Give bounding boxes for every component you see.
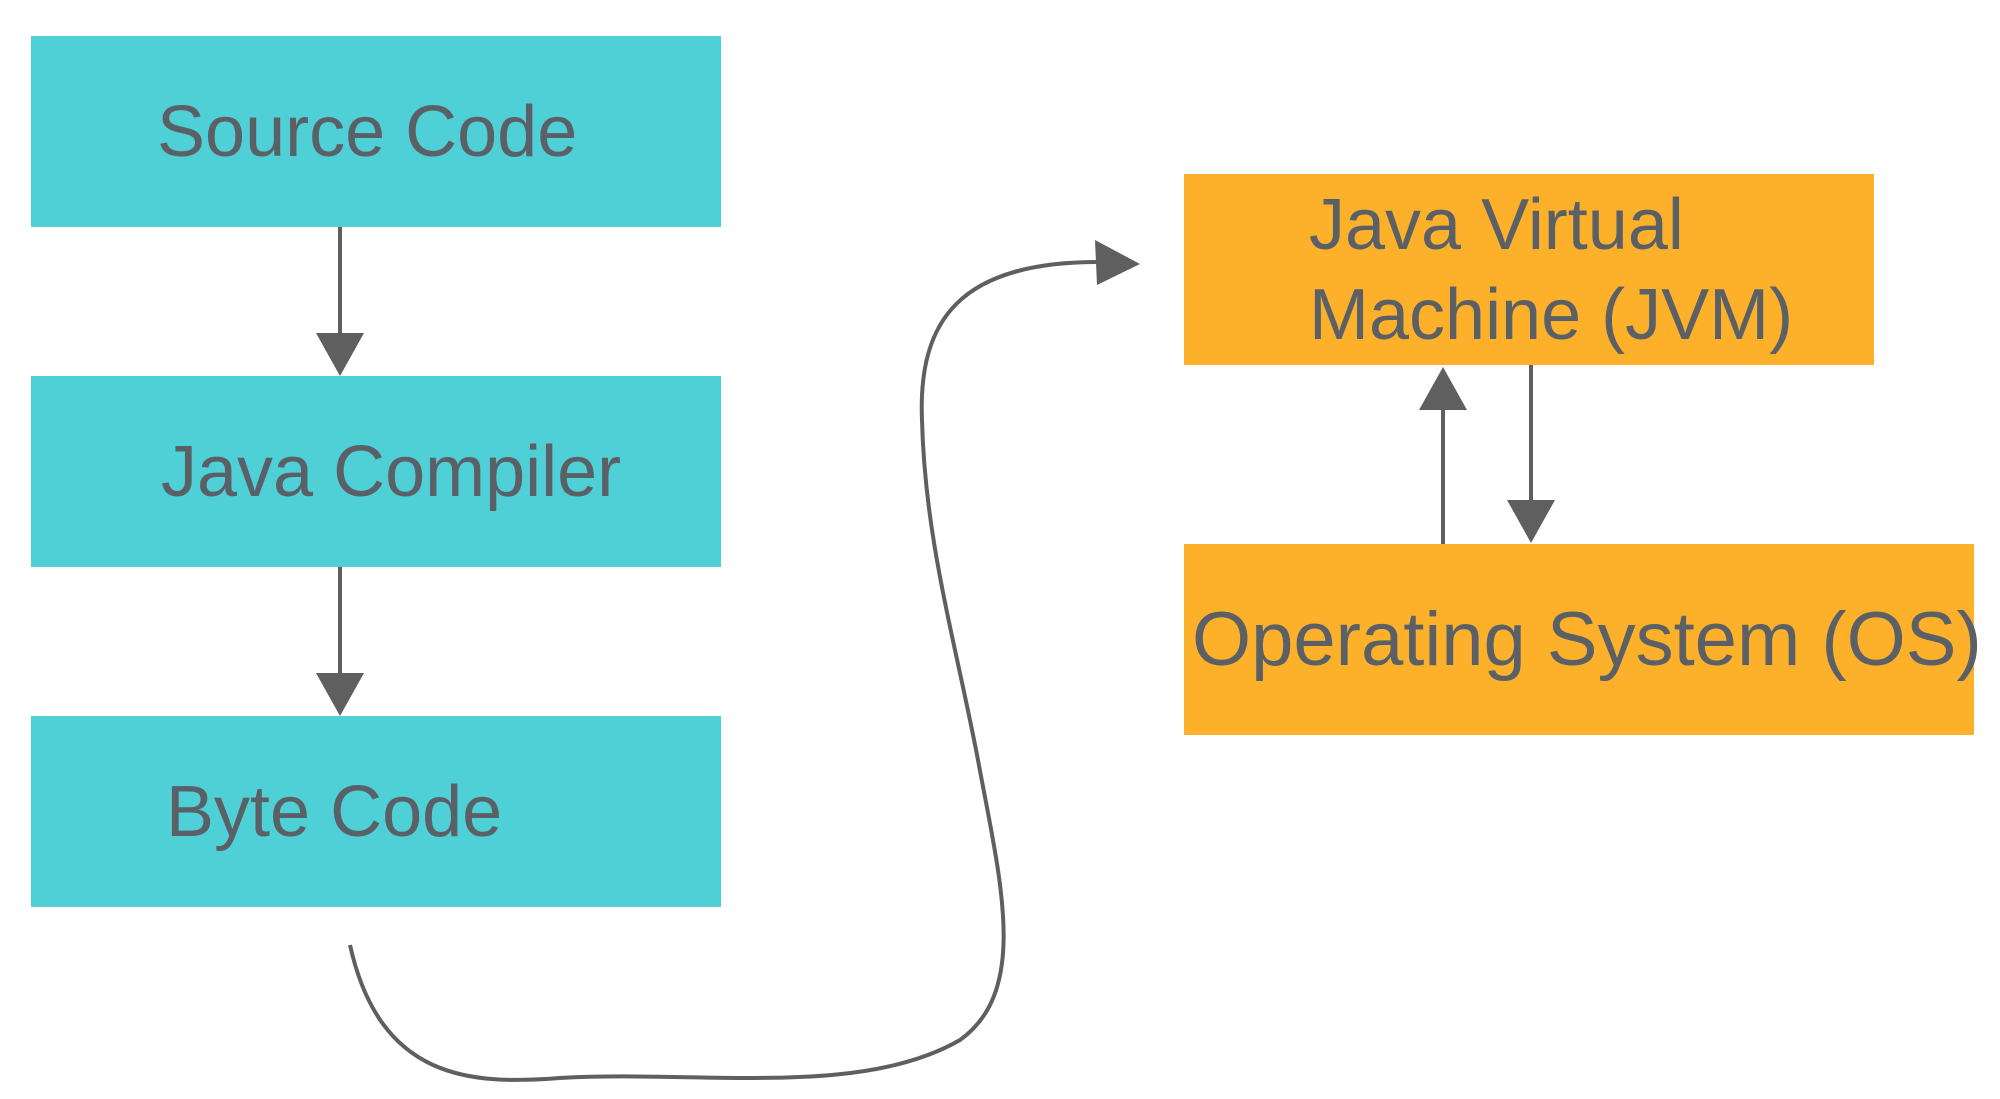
node-source-code: Source Code <box>31 36 721 227</box>
arrowhead-up-icon <box>1419 367 1467 410</box>
node-operating-system: Operating System (OS) <box>1184 544 1982 735</box>
node-label: Java Compiler <box>161 431 622 512</box>
arrowhead-down-icon <box>1507 500 1555 543</box>
node-label: Byte Code <box>166 771 503 852</box>
node-label: Source Code <box>157 91 578 172</box>
arrowhead-down-icon <box>316 333 364 376</box>
node-byte-code: Byte Code <box>31 716 721 907</box>
node-label: Java Virtual Machine (JVM) <box>1309 184 1794 355</box>
node-java-compiler: Java Compiler <box>31 376 721 567</box>
node-label: Operating System (OS) <box>1192 597 1982 682</box>
arrowhead-right-icon <box>1095 240 1140 285</box>
node-jvm: Java Virtual Machine (JVM) <box>1184 174 1874 365</box>
arrowhead-down-icon <box>316 673 364 716</box>
